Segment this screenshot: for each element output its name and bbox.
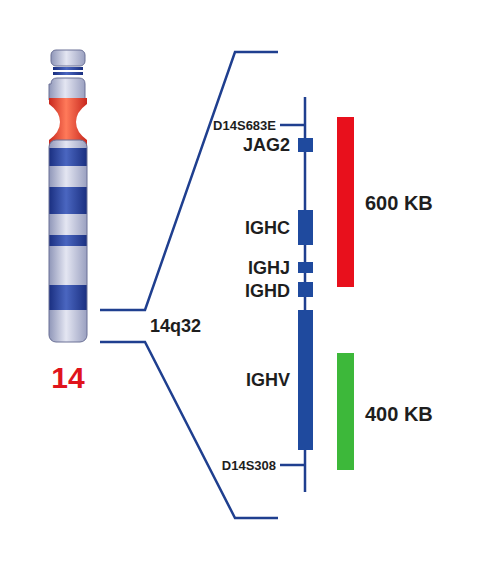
green-bar (337, 353, 354, 470)
gene-label: IGHD (245, 282, 290, 300)
gene-blocks (298, 138, 313, 450)
red-bar (337, 117, 354, 287)
gene-label: IGHJ (248, 259, 290, 277)
marker-label: D14S683E (213, 119, 276, 132)
marker-label: D14S308 (222, 459, 276, 472)
zoom-line (100, 342, 278, 518)
gene-label: IGHC (245, 219, 290, 237)
marker-tick (280, 464, 305, 467)
chromosome-number: 14 (51, 363, 84, 393)
gene-label: JAG2 (243, 136, 290, 154)
gene-label: IGHV (246, 371, 290, 389)
chromosome-ideogram (49, 50, 87, 342)
size-label: 400 KB (365, 404, 433, 424)
band-label: 14q32 (150, 317, 201, 335)
size-label: 600 KB (365, 193, 433, 213)
marker-tick (280, 124, 305, 127)
